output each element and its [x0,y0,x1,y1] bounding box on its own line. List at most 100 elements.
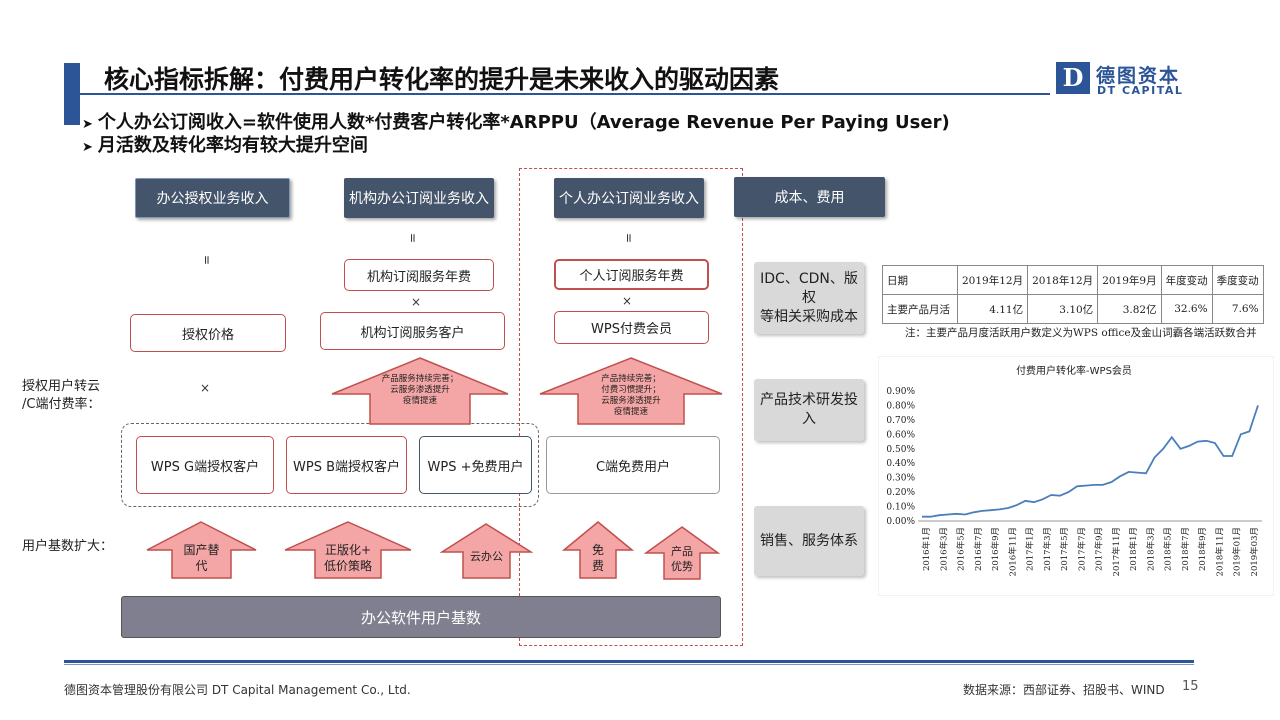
page-number: 15 [1182,679,1199,694]
arrow-domestic-substitution-text: 国产替 代 [183,543,220,573]
table-cell: 2019年12月 [956,265,1029,295]
footer-rule-thin [64,664,1194,665]
user-base-expansion-label: 用户基数扩大： [22,539,114,554]
x-tick-label: 2016年9月 [990,527,1001,571]
equals-sign: = [200,254,214,266]
x-tick-label: 2019年01月 [1232,527,1243,576]
arrow-free-text: 免 费 [591,543,604,573]
y-tick-label: 0.30% [886,474,915,484]
table-cell: 主要产品月活 [882,294,958,324]
y-tick-label: 0.00% [886,517,915,527]
org-subscription-fee: 机构订阅服务年费 [344,259,494,291]
x-tick-label: 2017年11月 [1111,527,1122,576]
conversion-rate-chart: 付费用户转化率-WPS会员 0.00% 0.10% 0.20% 0.30% 0.40% 0… [878,356,1274,596]
x-tick-label: 2018年5月 [1163,527,1174,571]
table-cell: 4.11亿 [956,294,1029,324]
x-tick-label: 2016年5月 [956,527,967,571]
org-subscription-customers: 机构订阅服务客户 [320,312,505,350]
arrow-cloud-office-text: 云办公 [470,550,503,563]
table-cell: 年度变动 [1160,265,1213,295]
arrow-cloud-office [440,523,533,579]
table-cell: 32.6% [1160,294,1213,324]
wps-paid-members: WPS付费会员 [554,311,709,344]
y-tick-label: 0.50% [886,445,915,455]
y-tick-label: 0.60% [886,430,915,440]
bullet-1-text: 个人办公订阅收入=软件使用人数*付费客户转化率*ARPPU（Average Re… [97,112,950,133]
bullet-2: ➤ 月活数及转化率均有较大提升空间 [82,131,368,157]
multiply-sign: × [199,381,211,395]
y-tick-label: 0.40% [886,459,915,469]
x-tick-label: 2016年11月 [1007,527,1018,576]
title-accent-bar [64,63,80,125]
x-tick-label: 2017年9月 [1094,527,1105,571]
header-cost-expense: 成本、费用 [734,177,885,217]
office-software-user-base: 办公软件用户基数 [121,596,721,638]
logo-text-en: DT CAPITAL [1097,84,1184,97]
license-price: 授权价格 [130,314,286,352]
header-license-revenue: 办公授权业务收入 [135,178,290,218]
header-org-subscription-revenue: 机构办公订阅业务收入 [344,178,494,218]
logo-text-cn: 德图资本 [1096,65,1181,87]
x-tick-label: 2016年7月 [973,527,984,571]
footer-rule [64,660,1194,663]
x-tick-label: 2016年3月 [938,527,949,571]
x-tick-label: 2019年03月 [1249,527,1260,576]
arrow-free [562,521,634,579]
company-name: 德图资本管理股份有限公司 DT Capital Management Co., … [64,683,411,697]
page-title: 核心指标拆解：付费用户转化率的提升是未来收入的驱动因素 [104,65,780,94]
up-arrow-org-text: 产品服务持续完善； 云服务渗透提升 疫情提速 [381,374,459,406]
multiply-sign: × [621,294,633,308]
y-tick-label: 0.20% [886,488,915,498]
equals-sign: = [622,232,636,244]
arrow-bullet-icon: ➤ [82,140,93,155]
header-personal-subscription-revenue: 个人办公订阅业务收入 [554,178,704,218]
x-tick-label: 2017年7月 [1076,527,1087,571]
x-tick-label: 2018年3月 [1145,527,1156,571]
cost-rnd: 产品技术研发投入 [754,379,864,441]
up-arrow-personal [539,357,723,425]
table-cell: 7.6% [1211,294,1264,324]
logo-mark: D [1056,62,1090,94]
arrow-product-advantage-text: 产品 优势 [671,545,693,573]
bullet-2-text: 月活数及转化率均有较大提升空间 [97,135,368,156]
wps-g-licensed-customers: WPS G端授权客户 [136,436,274,494]
personal-subscription-fee: 个人订阅服务年费 [554,259,709,290]
multiply-sign: × [410,295,422,309]
y-tick-label: 0.10% [886,503,915,513]
equals-sign: = [406,232,420,244]
x-tick-label: 2018年7月 [1180,527,1191,571]
table-cell: 日期 [882,265,958,295]
chart-title: 付费用户转化率-WPS会员 [1016,364,1132,377]
arrow-domestic-substitution [146,521,257,579]
mau-table: 日期 2019年12月 2018年12月 2019年9月 年度变动 季度变动 主… [882,265,1264,324]
y-tick-label: 0.70% [886,416,915,426]
personal-revenue-highlight [519,168,743,646]
table-row: 主要产品月活 4.11亿 3.10亿 3.82亿 32.6% 7.6% [882,294,1264,324]
arrow-genuine-low-price [284,521,412,579]
conversion-rate-label: 授权用户转云 /C端付费率： [22,379,101,412]
bullet-1: ➤ 个人办公订阅收入=软件使用人数*付费客户转化率*ARPPU（Average R… [82,108,950,134]
table-cell: 3.82亿 [1097,294,1162,324]
x-tick-label: 2017年1月 [1025,527,1036,571]
table-note: 注：主要产品月度活跃用户数定义为WPS office及金山词霸各端活跃数合并 [905,327,1257,339]
licensed-users-group [121,423,539,507]
c-end-free-users: C端免费用户 [546,436,720,494]
up-arrow-personal-text: 产品持续完善； 付费习惯提升； 云服务渗透提升 疫情提速 [601,374,661,417]
data-source: 数据来源：西部证券、招股书、WIND [963,683,1165,697]
up-arrow-org [331,357,509,425]
x-tick-label: 2016年1月 [921,527,932,571]
y-tick-label: 0.90% [886,387,915,397]
title-underline [80,93,1050,95]
arrow-bullet-icon: ➤ [82,117,93,132]
table-cell: 2019年9月 [1097,265,1162,295]
x-tick-label: 2017年3月 [1042,527,1053,571]
table-row: 日期 2019年12月 2018年12月 2019年9月 年度变动 季度变动 [882,265,1264,295]
x-tick-label: 2018年11月 [1214,527,1225,576]
table-cell: 3.10亿 [1027,294,1099,324]
table-cell: 2018年12月 [1027,265,1099,295]
table-cell: 季度变动 [1211,265,1264,295]
wps-b-licensed-customers: WPS B端授权客户 [286,436,407,494]
x-tick-label: 2017年5月 [1059,527,1070,571]
x-tick-label: 2018年1月 [1128,527,1139,571]
y-tick-label: 0.80% [886,401,915,411]
